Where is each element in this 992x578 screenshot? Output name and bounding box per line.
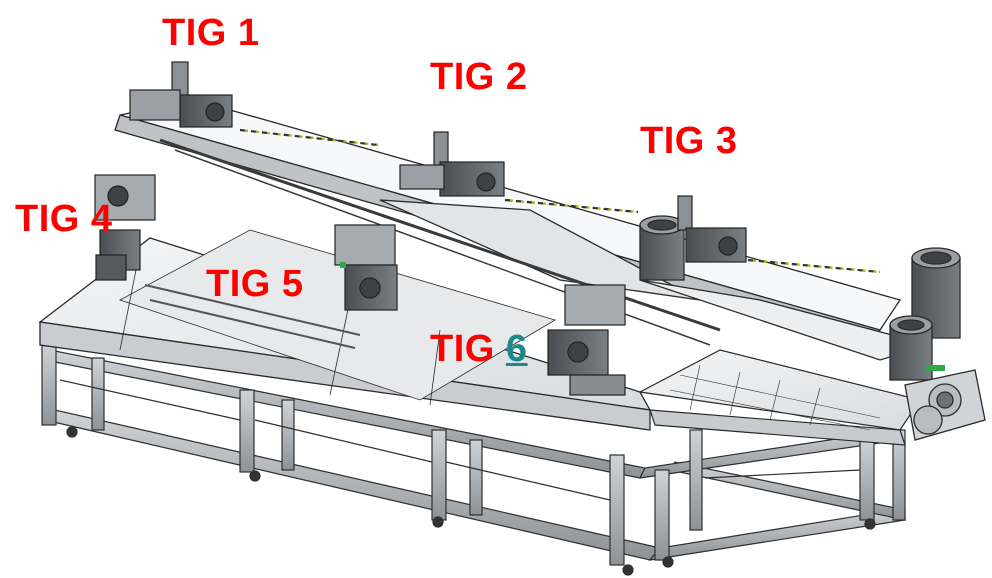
right-table-deck: [638, 349, 921, 446]
tig6-label-prefix: TIG: [430, 328, 506, 370]
upper-beam: [114, 99, 933, 361]
torch-unit-tig1: [129, 61, 233, 128]
tig6-label: TIG 6: [430, 330, 528, 368]
torch-unit-tig3: [677, 195, 747, 263]
wire-feed-lines: [239, 128, 881, 274]
tig1-label: TIG 1: [162, 12, 260, 54]
tig4-label: TIG 4: [15, 198, 113, 240]
main-table-deck: [38, 229, 652, 431]
torch-unit-tig4: [94, 174, 156, 281]
green-indicators: [340, 262, 945, 371]
torch-unit-tig5: [334, 224, 398, 311]
tig5-label: TIG 5: [206, 263, 304, 305]
tig3-label: TIG 3: [640, 120, 738, 162]
tig6-number-link[interactable]: 6: [505, 328, 528, 370]
torch-unit-tig6: [547, 284, 626, 396]
support-frame: [41, 344, 907, 576]
torch-unit-tig2: [399, 131, 505, 197]
tig2-label: TIG 2: [430, 56, 528, 98]
